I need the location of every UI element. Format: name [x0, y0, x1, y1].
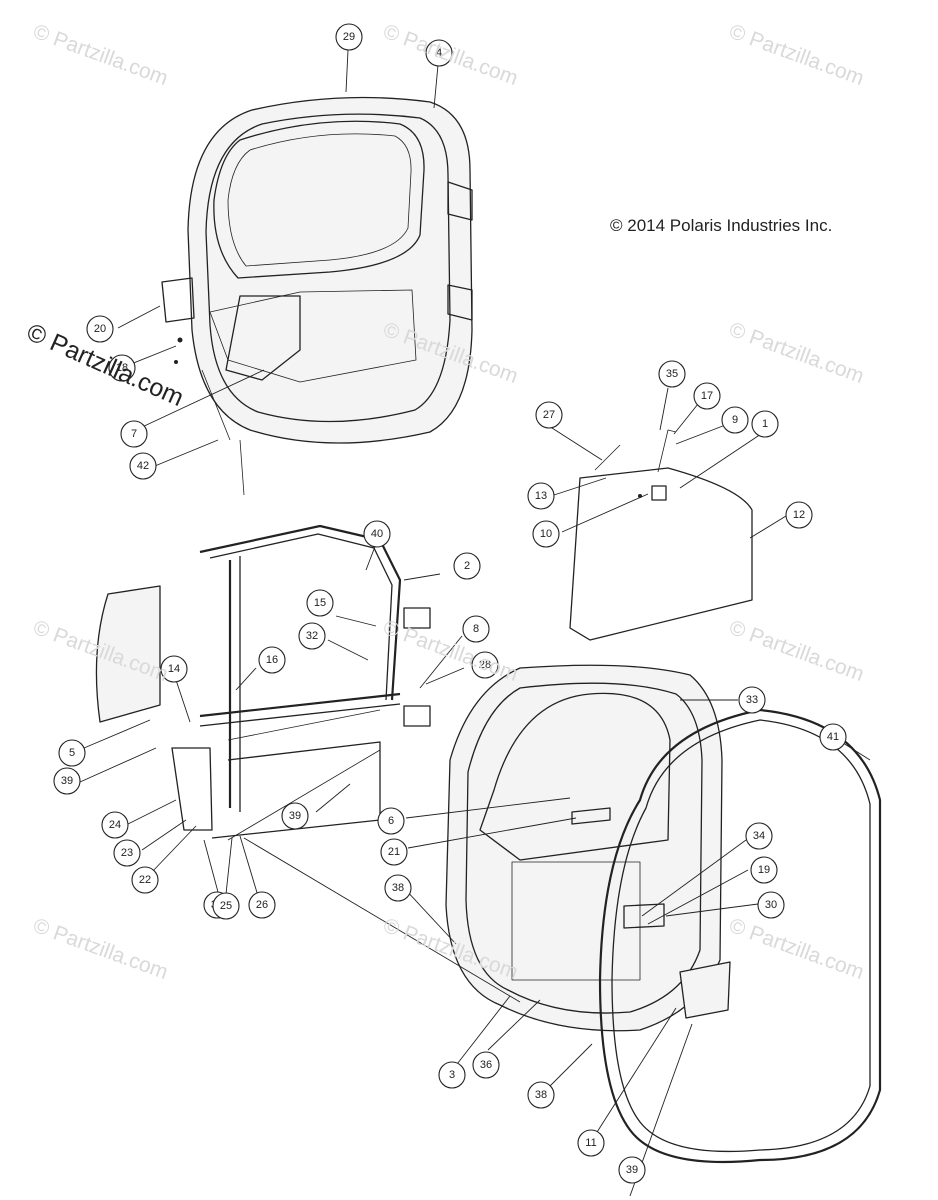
- svg-text:8: 8: [473, 623, 479, 635]
- svg-text:5: 5: [69, 747, 75, 759]
- callout-38: 38: [527, 1081, 555, 1109]
- callout-9: 9: [721, 406, 749, 434]
- window-panel: [569, 429, 753, 641]
- callout-19: 19: [750, 856, 778, 884]
- callout-13: 13: [527, 482, 555, 510]
- callout-38: 38: [384, 874, 412, 902]
- callout-15: 15: [306, 589, 334, 617]
- svg-text:12: 12: [793, 509, 805, 521]
- callout-25: 25: [212, 892, 240, 920]
- callout-23: 23: [113, 839, 141, 867]
- svg-text:39: 39: [626, 1164, 638, 1176]
- svg-text:16: 16: [266, 654, 278, 666]
- svg-text:40: 40: [371, 528, 383, 540]
- svg-text:4: 4: [436, 47, 442, 59]
- callout-3: 3: [438, 1061, 466, 1089]
- svg-text:29: 29: [343, 31, 355, 43]
- callout-33: 33: [738, 686, 766, 714]
- callout-1: 1: [751, 410, 779, 438]
- callout-12: 12: [785, 501, 813, 529]
- callout-26: 26: [248, 891, 276, 919]
- svg-text:26: 26: [256, 899, 268, 911]
- callout-39: 39: [618, 1156, 646, 1184]
- callout-2: 2: [453, 552, 481, 580]
- svg-text:24: 24: [109, 819, 121, 831]
- callout-18: 18: [108, 354, 136, 382]
- callout-22: 22: [131, 866, 159, 894]
- copyright-notice: © 2014 Polaris Industries Inc.: [610, 216, 833, 235]
- svg-text:32: 32: [306, 630, 318, 642]
- svg-text:33: 33: [746, 694, 758, 706]
- svg-text:1: 1: [762, 418, 768, 430]
- callout-41: 41: [819, 723, 847, 751]
- svg-text:30: 30: [765, 899, 777, 911]
- callout-29: 29: [335, 23, 363, 51]
- svg-text:7: 7: [131, 428, 137, 440]
- callout-16: 16: [258, 646, 286, 674]
- callout-14: 14: [160, 655, 188, 683]
- svg-text:38: 38: [535, 1089, 547, 1101]
- callout-4: 4: [425, 39, 453, 67]
- svg-text:23: 23: [121, 847, 133, 859]
- callout-28: 28: [471, 651, 499, 679]
- svg-text:39: 39: [289, 810, 301, 822]
- svg-text:41: 41: [827, 731, 839, 743]
- callout-20: 20: [86, 315, 114, 343]
- callout-39: 39: [281, 802, 309, 830]
- door-shell-lower: [445, 664, 723, 1032]
- svg-text:18: 18: [116, 362, 128, 374]
- svg-text:10: 10: [540, 528, 552, 540]
- svg-text:19: 19: [758, 864, 770, 876]
- svg-text:13: 13: [535, 490, 547, 502]
- svg-text:42: 42: [137, 460, 149, 472]
- callout-5: 5: [58, 739, 86, 767]
- svg-text:25: 25: [220, 900, 232, 912]
- door-panel-assembly: [95, 524, 431, 841]
- callout-6: 6: [377, 807, 405, 835]
- svg-text:17: 17: [701, 390, 713, 402]
- svg-text:38: 38: [392, 882, 404, 894]
- svg-text:28: 28: [479, 659, 491, 671]
- svg-text:22: 22: [139, 874, 151, 886]
- callout-32: 32: [298, 622, 326, 650]
- callout-36: 36: [472, 1051, 500, 1079]
- callout-11: 11: [577, 1129, 605, 1157]
- svg-text:34: 34: [753, 830, 765, 842]
- svg-text:39: 39: [61, 775, 73, 787]
- svg-text:9: 9: [732, 414, 738, 426]
- callout-40: 40: [363, 520, 391, 548]
- svg-text:11: 11: [585, 1137, 596, 1149]
- callout-24: 24: [101, 811, 129, 839]
- callout-7: 7: [120, 420, 148, 448]
- svg-text:2: 2: [464, 560, 470, 572]
- callout-21: 21: [380, 838, 408, 866]
- callout-10: 10: [532, 520, 560, 548]
- svg-text:21: 21: [388, 846, 400, 858]
- callout-8: 8: [462, 615, 490, 643]
- svg-text:3: 3: [449, 1069, 455, 1081]
- leader-lines: [79, 49, 871, 1197]
- callout-30: 30: [757, 891, 785, 919]
- svg-text:27: 27: [543, 409, 555, 421]
- svg-text:20: 20: [94, 323, 106, 335]
- svg-text:36: 36: [480, 1059, 492, 1071]
- callout-42: 42: [129, 452, 157, 480]
- callout-39: 39: [53, 767, 81, 795]
- svg-text:35: 35: [666, 368, 678, 380]
- svg-text:14: 14: [168, 663, 180, 675]
- svg-text:6: 6: [388, 815, 394, 827]
- callout-17: 17: [693, 382, 721, 410]
- callout-27: 27: [535, 401, 563, 429]
- svg-text:15: 15: [314, 597, 326, 609]
- callout-35: 35: [658, 360, 686, 388]
- door-frame-upper: [161, 96, 473, 496]
- callout-34: 34: [745, 822, 773, 850]
